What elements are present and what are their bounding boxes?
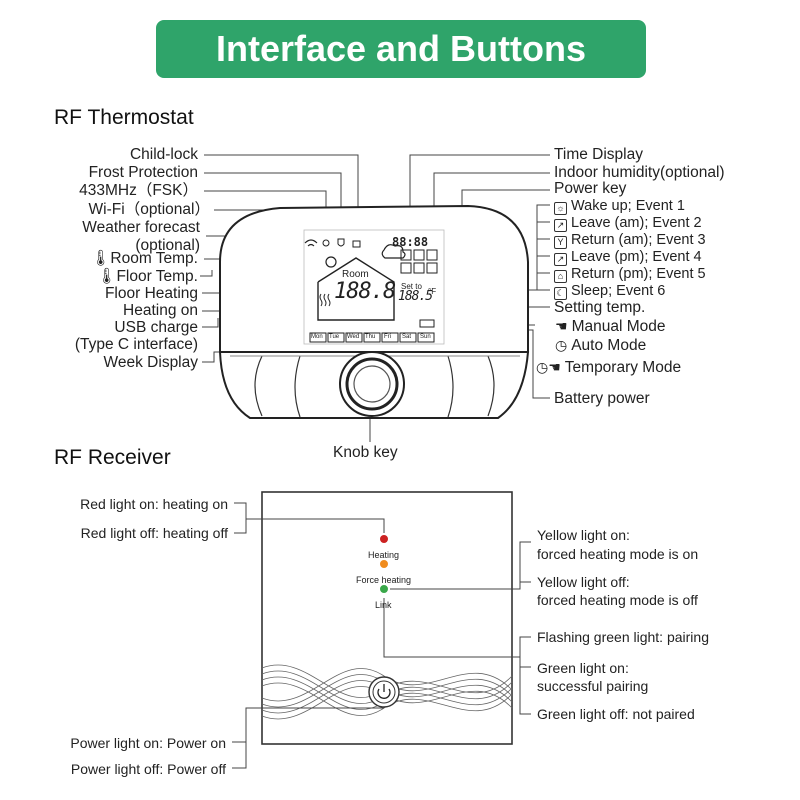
screen-day: Thu <box>365 334 376 340</box>
label-floor-heating: Floor Heating <box>104 285 198 302</box>
screen-day: Sat <box>402 334 412 340</box>
label-frost-protection: Frost Protection <box>88 164 198 181</box>
screen-day: Fri <box>384 334 391 340</box>
clock-hand-icon: ◷☚ <box>536 359 561 375</box>
label-yellow-on-desc: forced heating mode is on <box>537 546 699 562</box>
label-red-light-on: Red light on: heating on <box>80 496 228 512</box>
label-power-key: Power key <box>554 180 627 197</box>
label-battery-power: Battery power <box>554 390 650 407</box>
event-sleep: ☾Sleep; Event 6 <box>554 282 665 300</box>
screen-day: Mon <box>311 334 323 340</box>
wake-up-icon: ☼ <box>554 202 567 215</box>
label-usb-type-c: (Type C interface) <box>74 336 198 353</box>
label-power-light-on: Power light on: Power on <box>70 735 226 751</box>
label-power-light-off: Power light off: Power off <box>70 761 226 777</box>
receiver-title: RF Receiver <box>54 446 171 469</box>
label-setting-temp: Setting temp. <box>554 299 646 316</box>
label-yellow-on: Yellow light on: <box>537 527 630 543</box>
hand-icon: ☚ <box>555 318 568 334</box>
screen-set-to: Set to <box>401 282 422 291</box>
label-green-off: Green light off: not paired <box>537 706 695 722</box>
label-time-display: Time Display <box>554 146 643 163</box>
label-wifi: Wi-Fi（optional） <box>88 201 210 218</box>
event-leave-pm: ↗Leave (pm); Event 4 <box>554 248 702 266</box>
screen-day: Wed <box>347 334 360 340</box>
label-heating-on: Heating on <box>123 302 198 319</box>
screen-set-temp: 188.5 <box>398 289 433 304</box>
label-weather-optional: (optional) <box>135 237 200 254</box>
label-yellow-off-desc: forced heating mode is off <box>537 592 698 608</box>
label-room-temp: 🌡Room Temp. <box>90 250 198 267</box>
label-indoor-humidity: Indoor humidity(optional) <box>554 164 725 181</box>
event-wake-up: ☼Wake up; Event 1 <box>554 197 685 215</box>
screen-time: 88:88 <box>392 235 429 249</box>
label-green-on: Green light on: <box>537 660 629 676</box>
return-icon: Y <box>554 236 567 249</box>
led-label-force-heating: Force heating <box>356 575 412 585</box>
leave-icon: ↗ <box>554 253 567 266</box>
screen-day: Tue <box>329 334 340 340</box>
banner-title: Interface and Buttons <box>156 20 646 78</box>
label-red-light-off: Red light off: heating off <box>80 525 228 541</box>
heating-led <box>380 535 388 543</box>
label-green-on-desc: successful pairing <box>537 678 649 694</box>
led-label-link: Link <box>375 600 392 610</box>
mode-temporary: ◷☚Temporary Mode <box>536 359 682 376</box>
clock-icon: ◷ <box>555 337 568 353</box>
leave-icon: ↗ <box>554 219 567 232</box>
thermostat-title: RF Thermostat <box>54 106 194 129</box>
thermometer-icon: 🌡 <box>96 268 117 285</box>
label-child-lock: Child-lock <box>129 146 198 163</box>
thermostat-device <box>218 204 530 419</box>
label-usb-charge: USB charge <box>114 319 198 336</box>
screen-temp: 188.8 <box>334 279 396 304</box>
label-knob-key: Knob key <box>333 444 398 461</box>
screen-day: Sun <box>420 334 431 340</box>
thermometer-icon: 🌡 <box>90 250 111 267</box>
screen-unit: °F <box>428 287 437 296</box>
sleep-icon: ☾ <box>554 287 567 300</box>
return-home-icon: ⌂ <box>554 270 567 283</box>
label-week-display: Week Display <box>103 354 198 371</box>
label-433mhz: 433MHz（FSK） <box>79 182 198 199</box>
label-floor-temp: 🌡Floor Temp. <box>96 268 198 285</box>
screen-week-row: Mon Tue Wed Thu Fri Sat Sun <box>310 334 436 343</box>
mode-manual: ☚Manual Mode <box>555 318 666 335</box>
label-flashing-green: Flashing green light: pairing <box>537 629 709 645</box>
event-leave-am: ↗Leave (am); Event 2 <box>554 214 702 232</box>
screen-room: Room <box>342 269 369 280</box>
mode-auto: ◷Auto Mode <box>555 337 647 354</box>
label-weather-forecast: Weather forecast <box>82 219 200 236</box>
receiver-leader-lines <box>232 502 531 769</box>
event-return-pm: ⌂Return (pm); Event 5 <box>554 265 706 283</box>
receiver-device <box>261 491 513 745</box>
label-yellow-off: Yellow light off: <box>537 574 630 590</box>
led-label-heating: Heating <box>368 550 400 560</box>
